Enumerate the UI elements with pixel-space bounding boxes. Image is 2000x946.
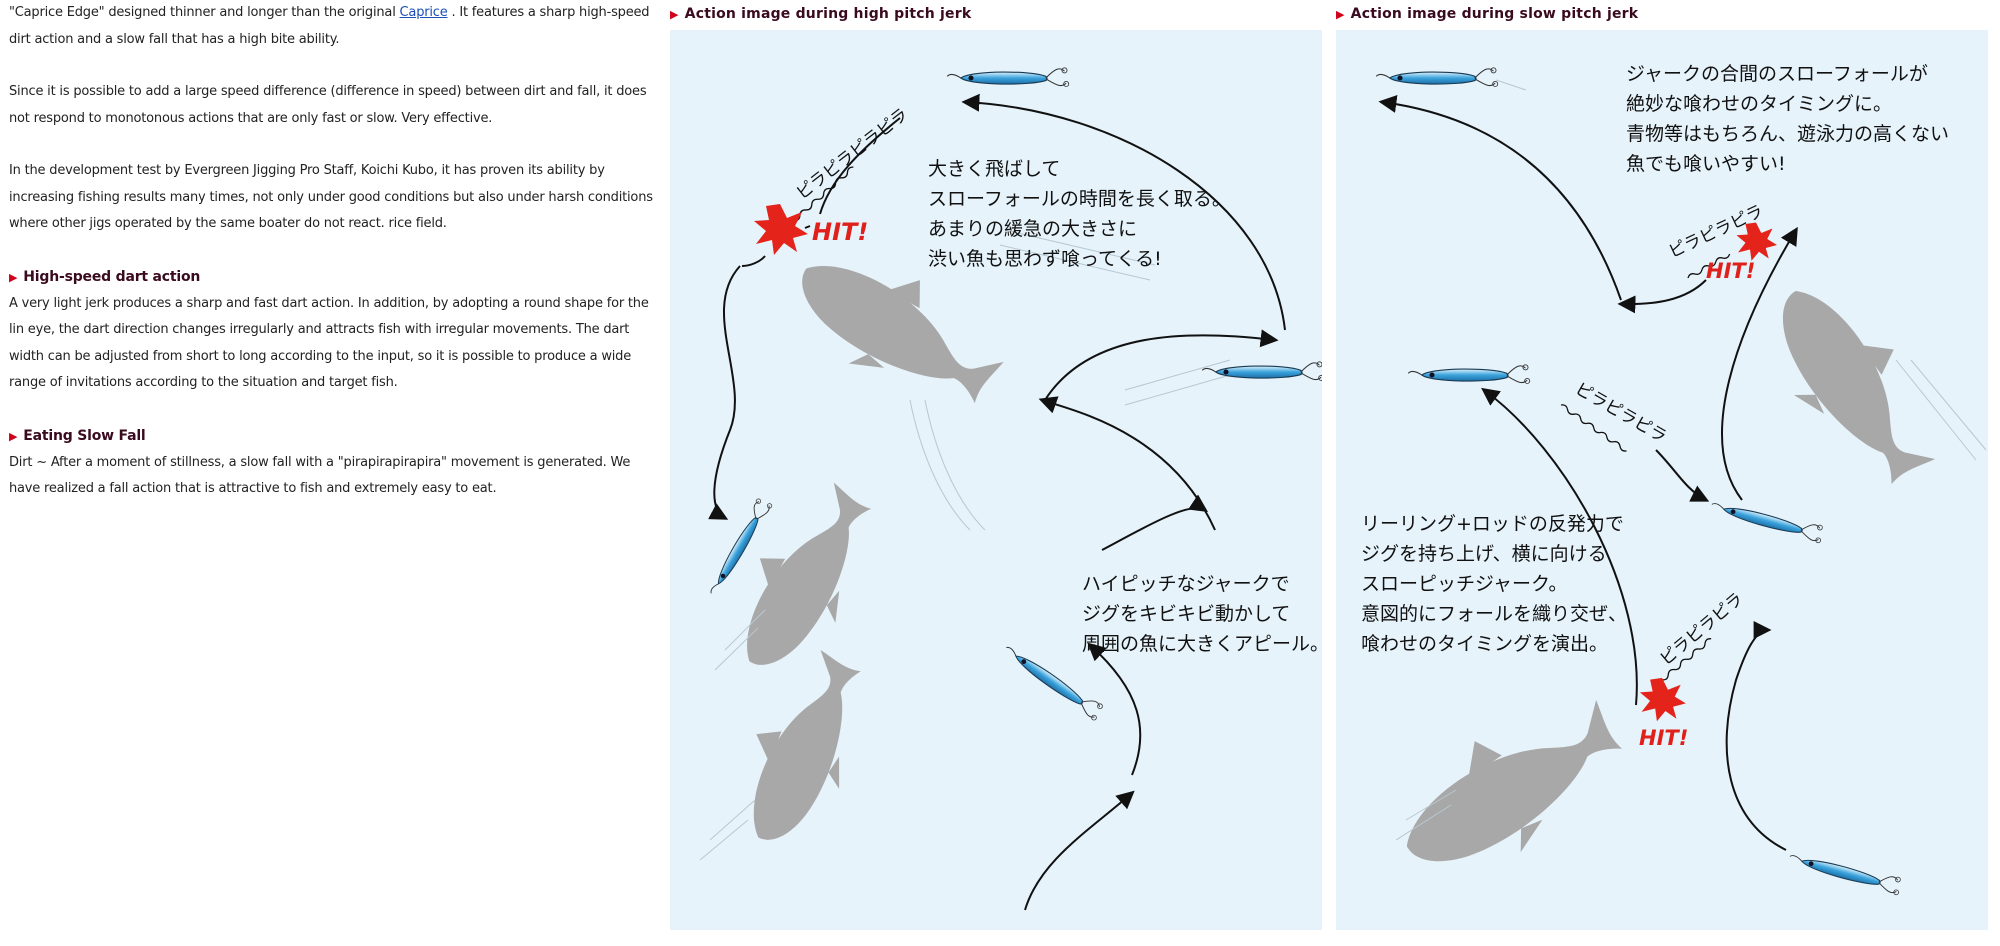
caption-line: ジャークの合間のスローフォールが — [1626, 63, 1928, 85]
caption-line: スローピッチジャーク。 — [1361, 573, 1568, 595]
jig-lure-icon — [1708, 496, 1825, 544]
jig-lure-icon — [704, 496, 774, 599]
caption-line: 大きく飛ばして — [928, 158, 1060, 180]
triangle-bullet-icon: ▶ — [670, 8, 679, 21]
hit-burst-icon — [1639, 677, 1686, 722]
caption-line: スローフォールの時間を長く取る。 — [928, 188, 1231, 210]
squiggle-line — [1560, 404, 1627, 452]
slow-pitch-illustration: ピラピラピラ ピラピラピラ ピラピラピラ HIT! HIT! ジャークの合間のス… — [1336, 30, 1988, 930]
panel-title-high-pitch: Action image during high pitch jerk — [684, 6, 972, 22]
squiggle-line — [1687, 253, 1731, 279]
caption-line: ジグを持ち上げ、横に向ける — [1361, 543, 1607, 565]
squiggle-label: ピラピラピラ — [1656, 589, 1747, 670]
fish-silhouette — [708, 472, 901, 689]
squiggle-line — [1655, 638, 1712, 686]
article-column: "Caprice Edge" designed thinner and long… — [9, 0, 659, 529]
hit-burst-icon — [754, 204, 808, 255]
triangle-bullet-icon: ▶ — [1336, 8, 1345, 21]
caption-line: ジグをキビキビ動かして — [1082, 603, 1290, 625]
intro-text-end: . It features a sharp high-speed dirt ac… — [9, 5, 650, 47]
caption-line: 魚でも喰いやすい! — [1626, 153, 1786, 175]
jig-lure-icon — [1786, 848, 1903, 896]
motion-arrows — [1378, 95, 1798, 851]
dart-paragraph: A very light jerk produces a sharp and f… — [9, 295, 649, 391]
slow-pitch-diagram: ピラピラピラ ピラピラピラ ピラピラピラ HIT! HIT! ジャークの合間のス… — [1361, 63, 1987, 898]
slow-fall-paragraph: Dirt ~ After a moment of stillness, a sl… — [9, 454, 631, 497]
triangle-bullet-icon: ▶ — [9, 270, 18, 284]
caprice-link[interactable]: Caprice — [399, 5, 448, 20]
development-paragraph: In the development test by Evergreen Jig… — [9, 163, 653, 231]
fish-silhouette — [713, 641, 893, 861]
hit-label: HIT! — [1639, 726, 1688, 750]
caption-line: 絶妙な喰わせのタイミングに。 — [1626, 93, 1892, 115]
fish-silhouette — [1749, 263, 1952, 505]
section-heading-slow-fall: ▶ Eating Slow Fall — [9, 423, 659, 450]
panel-title-slow-pitch: Action image during slow pitch jerk — [1350, 6, 1639, 22]
section-heading-dart: ▶ High-speed dart action — [9, 264, 659, 291]
intro-text-start: "Caprice Edge" designed thinner and long… — [9, 5, 400, 20]
jig-lure-icon — [1375, 67, 1499, 88]
panel-heading-high-pitch: ▶ Action image during high pitch jerk — [670, 6, 971, 22]
section-title-dart: High-speed dart action — [23, 268, 201, 285]
motion-lines — [1395, 79, 1987, 841]
section-title-slow-fall: Eating Slow Fall — [23, 427, 146, 444]
fish-silhouette — [1378, 681, 1643, 898]
triangle-bullet-icon: ▶ — [9, 429, 18, 443]
jig-lure-icon — [1407, 364, 1531, 385]
caption-line: ハイピッチなジャークで — [1082, 573, 1290, 595]
speed-paragraph: Since it is possible to add a large spee… — [9, 84, 647, 126]
caption-line: 青物等はもちろん、遊泳力の高くない — [1626, 123, 1949, 145]
high-pitch-diagram: ピラピラピラピラ HIT! 大きく飛ばして スローフォールの時間を長く取る。 あ… — [699, 67, 1322, 911]
hit-label: HIT! — [1706, 259, 1755, 283]
caption-line: リーリング+ロッドの反発力で — [1361, 513, 1624, 535]
panel-heading-slow-pitch: ▶ Action image during slow pitch jerk — [1336, 6, 1638, 22]
squiggle-label: ピラピラピラピラ — [793, 104, 912, 203]
motion-arrows — [708, 93, 1286, 911]
caption-line: 意図的にフォールを織り交ぜ、 — [1361, 603, 1627, 625]
squiggle-label: ピラピラピラ — [1572, 379, 1670, 447]
caption-line: 周囲の魚に大きくアピール。 — [1082, 633, 1322, 655]
caption-line: 喰わせのタイミングを演出。 — [1361, 633, 1608, 655]
high-pitch-illustration: ピラピラピラピラ HIT! 大きく飛ばして スローフォールの時間を長く取る。 あ… — [670, 30, 1322, 930]
motion-lines — [699, 229, 1231, 861]
caption-line: あまりの緩急の大きさに — [928, 218, 1137, 240]
jig-lure-icon — [946, 67, 1070, 88]
intro-paragraph: "Caprice Edge" designed thinner and long… — [9, 0, 659, 53]
caption-line: 渋い魚も思わず喰ってくる! — [928, 248, 1162, 270]
hit-label: HIT! — [812, 218, 868, 246]
